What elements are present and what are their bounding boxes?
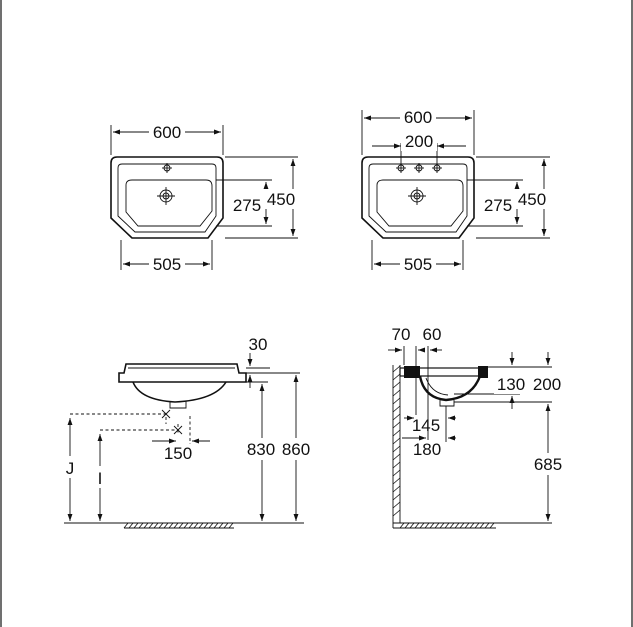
bowl-outline [125, 179, 213, 227]
label-i: I [98, 469, 103, 488]
drain-hole-icon [408, 187, 426, 205]
bowl-section [418, 375, 482, 402]
tap-hole-left-icon [396, 163, 406, 173]
dim-depth: 450 [267, 190, 295, 209]
drain-hole-icon [157, 187, 175, 205]
dim-tap-spacing: 200 [405, 132, 433, 151]
supply-point-j-icon [161, 409, 171, 419]
dim-basin-width: 505 [404, 255, 432, 274]
basin-drain [169, 401, 187, 409]
dim-width: 600 [404, 108, 432, 127]
dim-rim-thickness: 30 [249, 335, 268, 354]
basin-rim [118, 363, 247, 383]
tap-hole-centre-icon [414, 163, 424, 173]
dim-rim-height: 860 [282, 440, 310, 459]
basin-outline [110, 156, 224, 239]
dim-bowl-depth: 130 [497, 375, 525, 394]
dim-wall-offset-b: 60 [423, 325, 442, 344]
dim-drain-centre: 180 [413, 440, 441, 459]
front-elevation: 30 150 J I 830 860 [60, 335, 314, 529]
floor-hatch [399, 522, 495, 529]
plan-view-single-hole: 600 505 275 450 [110, 120, 298, 274]
bowl-outline [376, 179, 464, 227]
drain-section [439, 400, 455, 407]
wall-hatch [392, 365, 401, 517]
dim-basin-depth: 275 [233, 196, 261, 215]
supply-line-j [70, 413, 167, 424]
plan-view-three-hole: 600 200 505 275 450 [361, 106, 550, 274]
dim-depth: 450 [518, 190, 546, 209]
dim-side-offset: 150 [164, 444, 192, 463]
basin-outline [361, 156, 475, 239]
dim-basin-depth: 275 [484, 196, 512, 215]
tap-hole-icon [162, 163, 172, 173]
tap-hole-right-icon [432, 163, 442, 173]
dim-wall-offset-a: 70 [392, 325, 411, 344]
dim-basin-width: 505 [153, 255, 181, 274]
rim-left-section [404, 366, 420, 378]
dim-drain-offset: 145 [412, 416, 440, 435]
rim-right-section [478, 366, 488, 378]
side-section: 70 60 130 200 685 145 180 [388, 325, 566, 529]
floor-hatch [123, 522, 234, 529]
supply-point-i-icon [173, 425, 183, 435]
label-j: J [66, 459, 75, 478]
dim-bowl-height: 830 [247, 440, 275, 459]
basin-inner-rim [117, 163, 217, 233]
dim-drain-height: 685 [534, 455, 562, 474]
bowl-inner [425, 377, 449, 396]
basin-bowl [132, 381, 227, 403]
dim-width: 600 [153, 123, 181, 142]
dim-overall-depth: 200 [533, 375, 561, 394]
basin-inner-rim [368, 163, 468, 233]
